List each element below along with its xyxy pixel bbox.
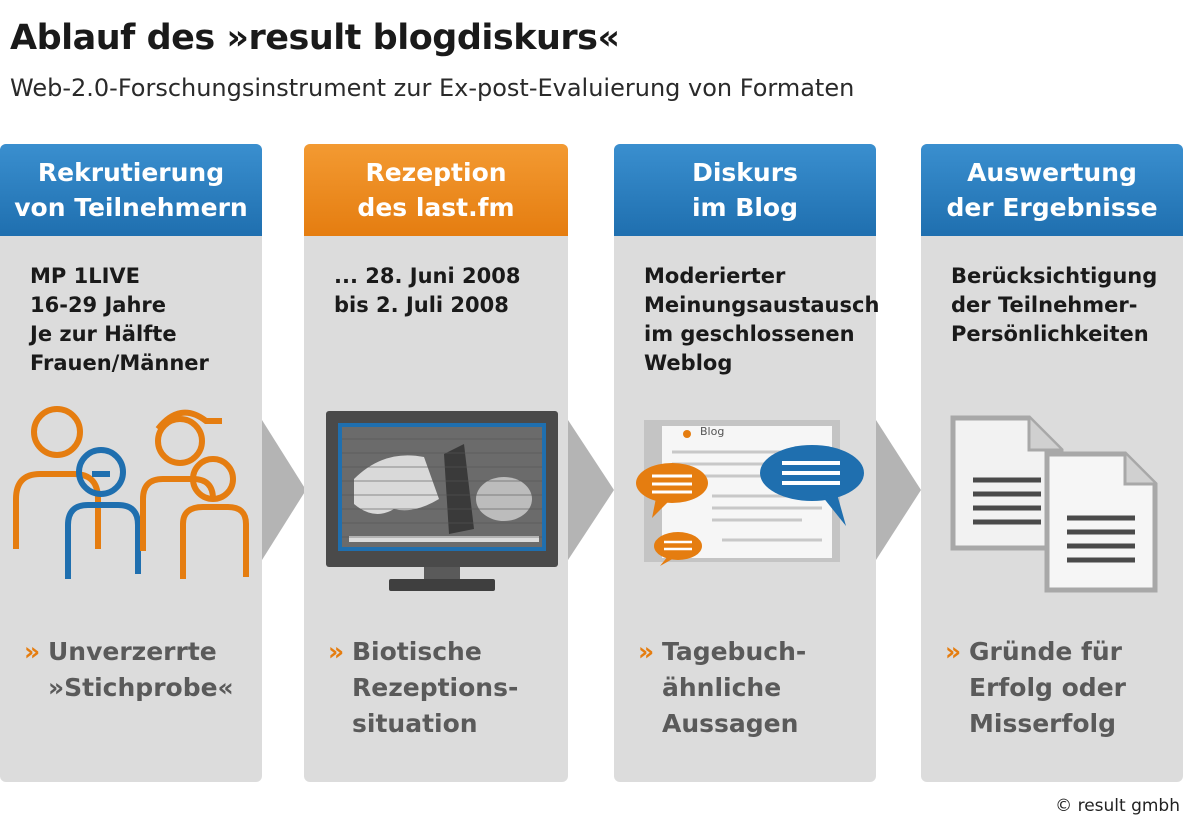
step-result: »Tagebuch- ähnliche Aussagen bbox=[638, 634, 870, 742]
step-heading: Auswertung der Ergebnisse bbox=[921, 144, 1183, 236]
result-line: Biotische bbox=[352, 637, 482, 666]
detail-line: im geschlossenen bbox=[644, 322, 855, 346]
arrow-right-icon bbox=[262, 420, 306, 560]
step-result: »Gründe für Erfolg oder Misserfolg bbox=[945, 634, 1177, 742]
result-line: »Stichprobe« bbox=[48, 673, 234, 702]
heading-line: von Teilnehmern bbox=[14, 193, 248, 222]
heading-line: Rekrutierung bbox=[37, 158, 225, 187]
people-group-icon bbox=[13, 406, 249, 579]
result-marker: » bbox=[638, 637, 655, 666]
heading-line: Diskurs bbox=[692, 158, 798, 187]
television-icon bbox=[326, 411, 558, 591]
detail-line: Meinungsaustausch bbox=[644, 293, 880, 317]
result-marker: » bbox=[24, 637, 41, 666]
step-result: »Biotische Rezeptions- situation bbox=[328, 634, 562, 742]
result-line: situation bbox=[352, 709, 478, 738]
step-panel-evaluation: Auswertung der Ergebnisse Berücksichtigu… bbox=[921, 144, 1183, 782]
heading-line: des last.fm bbox=[357, 193, 515, 222]
page-subtitle: Web-2.0-Forschungsinstrument zur Ex-post… bbox=[10, 74, 855, 102]
detail-line: Persönlichkeiten bbox=[951, 322, 1149, 346]
heading-line: Rezeption bbox=[365, 158, 507, 187]
heading-line: im Blog bbox=[691, 193, 799, 222]
result-line: Aussagen bbox=[662, 709, 799, 738]
result-line: Misserfolg bbox=[969, 709, 1117, 738]
result-line: Unverzerrte bbox=[48, 637, 217, 666]
blog-discussion-icon: Blog bbox=[632, 416, 872, 566]
result-marker: » bbox=[328, 637, 345, 666]
detail-line: 16-29 Jahre bbox=[30, 293, 167, 317]
step-details: ... 28. Juni 2008 bis 2. Juli 2008 bbox=[334, 262, 560, 320]
detail-line: Berücksichtigung bbox=[951, 264, 1158, 288]
result-marker: » bbox=[945, 637, 962, 666]
detail-line: Weblog bbox=[644, 351, 733, 375]
arrow-right-icon bbox=[568, 420, 614, 560]
step-heading: Diskurs im Blog bbox=[614, 144, 876, 236]
page-title: Ablauf des »result blogdiskurs« bbox=[10, 18, 620, 58]
result-line: Tagebuch- bbox=[662, 637, 807, 666]
heading-line: Auswertung bbox=[967, 158, 1137, 187]
result-line: Rezeptions- bbox=[352, 673, 519, 702]
result-line: Erfolg oder bbox=[969, 673, 1126, 702]
result-line: Gründe für bbox=[969, 637, 1123, 666]
detail-line: Moderierter bbox=[644, 264, 786, 288]
step-panel-discourse: Diskurs im Blog Moderierter Meinungsaust… bbox=[614, 144, 880, 782]
step-details: Moderierter Meinungsaustausch im geschlo… bbox=[644, 262, 880, 378]
step-panel-recruitment: Rekrutierung von Teilnehmern MP 1LIVE 16… bbox=[0, 144, 262, 782]
documents-icon bbox=[950, 415, 1158, 593]
detail-line: Frauen/Männer bbox=[30, 351, 209, 375]
detail-line: der Teilnehmer- bbox=[951, 293, 1138, 317]
detail-line: MP 1LIVE bbox=[30, 264, 141, 288]
step-heading: Rezeption des last.fm bbox=[304, 144, 568, 236]
step-panel-reception: Rezeption des last.fm ... 28. Juni 2008 … bbox=[304, 144, 568, 782]
detail-line: ... 28. Juni 2008 bbox=[334, 264, 521, 288]
heading-line: der Ergebnisse bbox=[946, 193, 1158, 222]
blog-label: Blog bbox=[700, 425, 725, 438]
result-line: ähnliche bbox=[662, 673, 782, 702]
step-details: MP 1LIVE 16-29 Jahre Je zur Hälfte Fraue… bbox=[30, 262, 254, 378]
copyright-notice: © result gmbh bbox=[1055, 796, 1180, 816]
detail-line: Je zur Hälfte bbox=[30, 322, 177, 346]
detail-line: bis 2. Juli 2008 bbox=[334, 293, 509, 317]
step-heading: Rekrutierung von Teilnehmern bbox=[0, 144, 262, 236]
step-details: Berücksichtigung der Teilnehmer- Persönl… bbox=[951, 262, 1175, 349]
step-result: »Unverzerrte »Stichprobe« bbox=[24, 634, 256, 706]
arrow-right-icon bbox=[876, 420, 921, 560]
